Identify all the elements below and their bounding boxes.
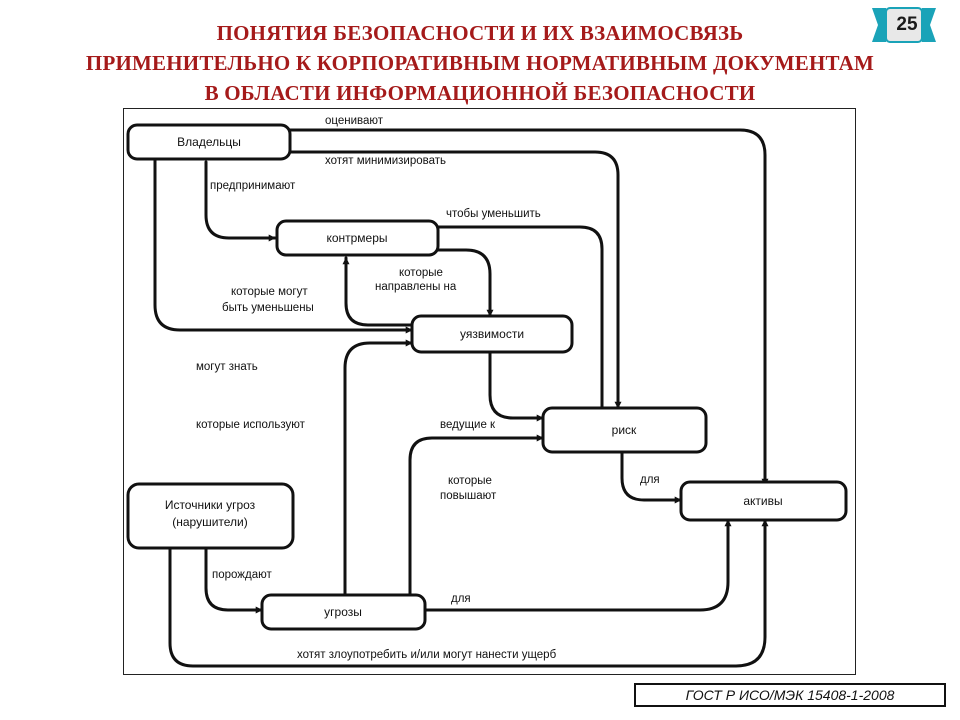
slide-number-badge — [872, 7, 936, 43]
edge-label-increase-1: которые — [448, 475, 492, 487]
edge-risk-assets — [620, 450, 683, 504]
edge-owners-risk — [288, 150, 622, 410]
title-line-1: ПОНЯТИЯ БЕЗОПАСНОСТИ И ИХ ВЗАИМОСВЯЗЬ — [216, 21, 744, 45]
node-owners — [126, 123, 292, 161]
slide-number: 25 — [896, 14, 918, 35]
edge-label-directed-2: направлены на — [375, 281, 457, 293]
edge-label-exploit: которые используют — [196, 419, 306, 431]
edge-threats-assets — [423, 518, 732, 612]
node-risk — [541, 406, 708, 454]
source-reference: ГОСТ Р ИСО/МЭК 15408-1-2008 — [634, 683, 946, 707]
node-threat-sources — [126, 482, 295, 550]
node-vulnerabilities — [410, 314, 574, 354]
edge-sources-assets — [168, 518, 769, 668]
edge-label-leading-to: ведущие к — [440, 419, 496, 431]
node-vulnerabilities-label: уязвимости — [460, 327, 524, 341]
node-owners-label: Владельцы — [177, 135, 241, 149]
diagram-frame — [123, 108, 856, 675]
edge-label-directed-1: которые — [399, 267, 443, 279]
title-line-2: ПРИМЕНИТЕЛЬНО К КОРПОРАТИВНЫМ НОРМАТИВНЫ… — [85, 51, 875, 75]
edge-threats-vulnerabilities — [343, 339, 414, 597]
edge-label-abuse: хотят злоупотребить и/или могут нанести … — [297, 649, 557, 661]
edge-label-aware: могут знать — [196, 361, 258, 373]
node-assets-label: активы — [743, 494, 782, 508]
edge-label-impose: предпринимают — [210, 180, 296, 192]
node-assets — [679, 480, 848, 522]
node-risk-label: риск — [612, 423, 637, 437]
node-countermeasures-label: контрмеры — [326, 231, 387, 245]
edge-owners-assets — [288, 128, 769, 487]
edge-label-to-threats: для — [451, 593, 471, 605]
title-line-3: В ОБЛАСТИ ИНФОРМАЦИОННОЙ БЕЗОПАСНОСТИ — [204, 81, 756, 105]
edge-label-reduced-2: быть уменьшены — [222, 302, 314, 314]
edge-label-give-rise: порождают — [212, 569, 272, 581]
edge-label-minimize: хотят минимизировать — [325, 155, 446, 167]
node-threats-label: угрозы — [324, 605, 362, 619]
edge-owners-vulnerabilities — [153, 158, 414, 334]
edge-label-value: оценивают — [325, 115, 384, 127]
edge-vulnerabilities-risk — [488, 350, 545, 422]
edge-sources-threats — [204, 546, 264, 614]
edge-vulnerabilities-countermeasures — [342, 256, 414, 327]
edge-threats-risk — [408, 434, 545, 597]
edge-owners-countermeasures — [204, 160, 277, 242]
edge-label-to-risk: для — [640, 474, 660, 486]
node-threats — [260, 593, 427, 631]
node-threat-sources-label-2: (нарушители) — [172, 515, 248, 529]
edge-label-reduced-1: которые могут — [231, 286, 308, 298]
edge-label-increase-2: повышают — [440, 490, 497, 502]
node-threat-sources-label-1: Источники угроз — [165, 498, 256, 512]
edge-countermeasures-vulnerabilities — [436, 248, 494, 318]
node-countermeasures — [275, 219, 440, 257]
edge-label-reduce: чтобы уменьшить — [446, 208, 541, 220]
edge-countermeasures-risk — [436, 225, 604, 410]
